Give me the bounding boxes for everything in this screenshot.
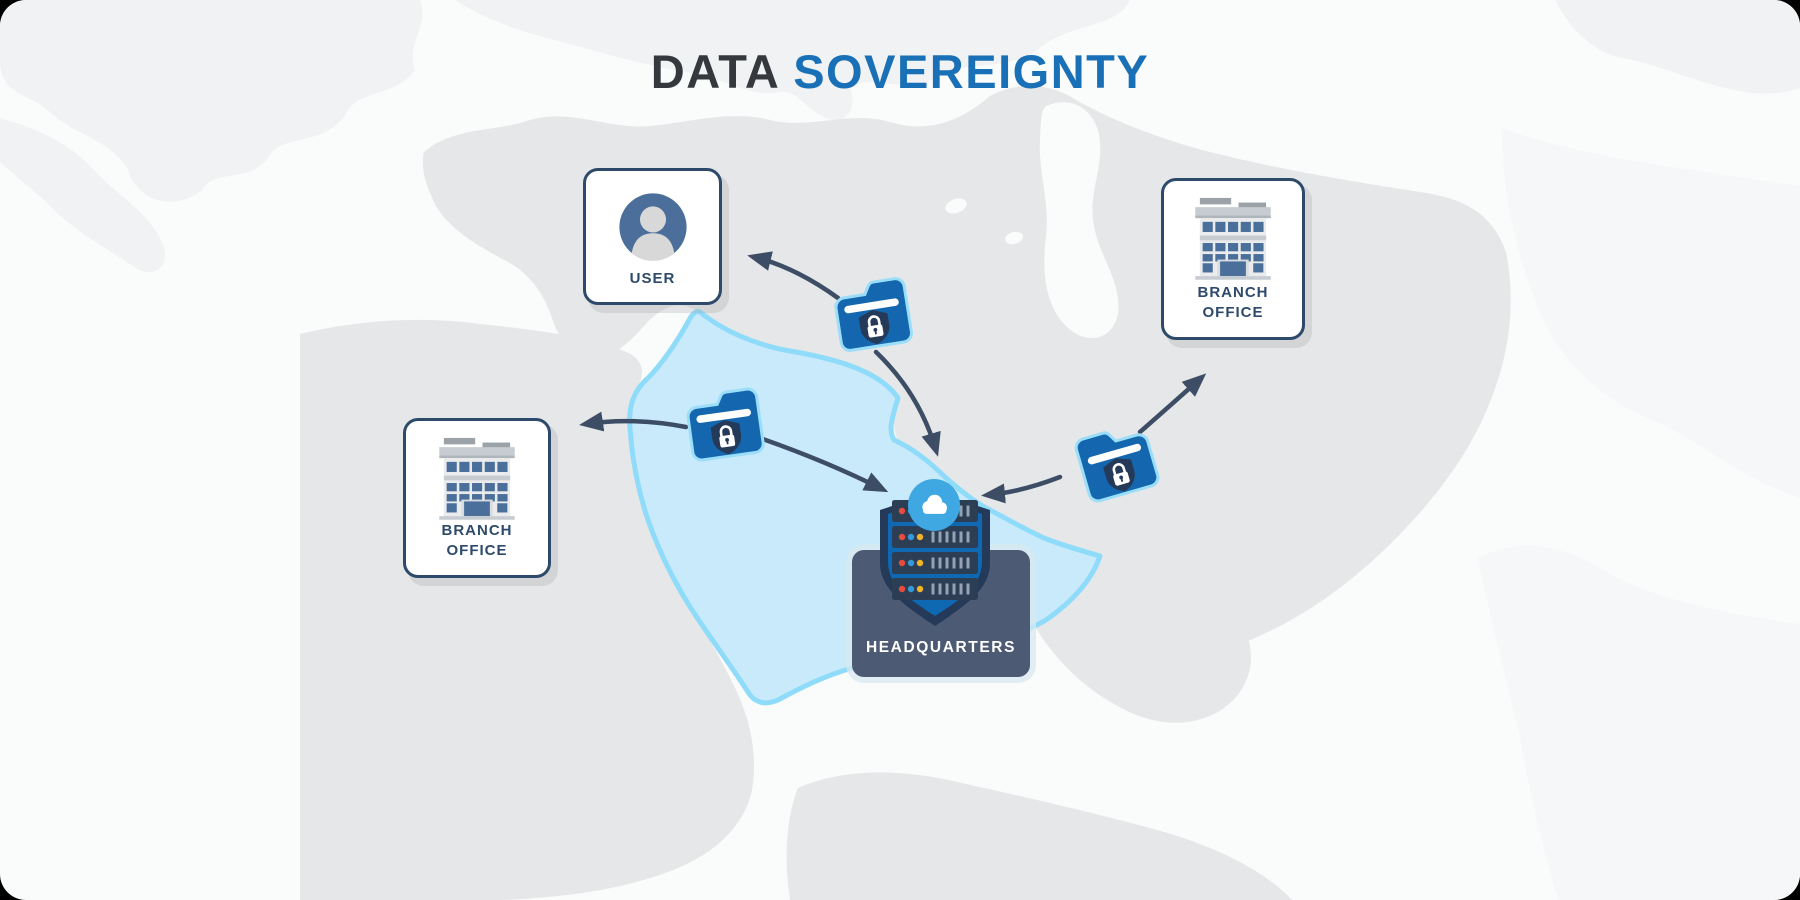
arrow-to-user <box>747 251 841 301</box>
user-node-card: USER <box>583 168 722 305</box>
seas-and-lakes <box>945 102 1119 339</box>
cloud-icon <box>922 494 947 514</box>
headquarters-label: HEADQUARTERS <box>865 639 1017 656</box>
arrow-mid-folder-to-cloud <box>757 435 889 493</box>
branch-office-right-label: BRANCH OFFICE <box>1197 284 1269 322</box>
arrow-right-folder-to-cloud <box>981 474 1063 504</box>
page-title: DATA SOVEREIGNTY <box>0 44 1800 99</box>
branch-office-right-card: BRANCH OFFICE <box>1161 178 1305 340</box>
user-label: USER <box>629 270 676 287</box>
arrow-to-right-branch <box>1137 373 1207 435</box>
arrow-to-left-branch <box>579 411 689 432</box>
arrow-top-folder-to-cloud <box>873 349 941 457</box>
person-avatar-icon <box>611 185 695 269</box>
title-word-sovereignty: SOVEREIGNTY <box>793 45 1150 98</box>
branch-office-left-label: BRANCH OFFICE <box>441 522 513 560</box>
locked-folder-icon-left <box>680 384 769 466</box>
cloud-badge <box>908 479 960 531</box>
office-building-icon <box>431 435 523 520</box>
locked-folder-icon-top <box>828 273 918 357</box>
title-word-data: DATA <box>650 45 779 98</box>
branch-office-left-card: BRANCH OFFICE <box>403 418 551 578</box>
office-building-icon <box>1187 195 1279 280</box>
server-rack-with-shield-icon <box>880 492 990 626</box>
